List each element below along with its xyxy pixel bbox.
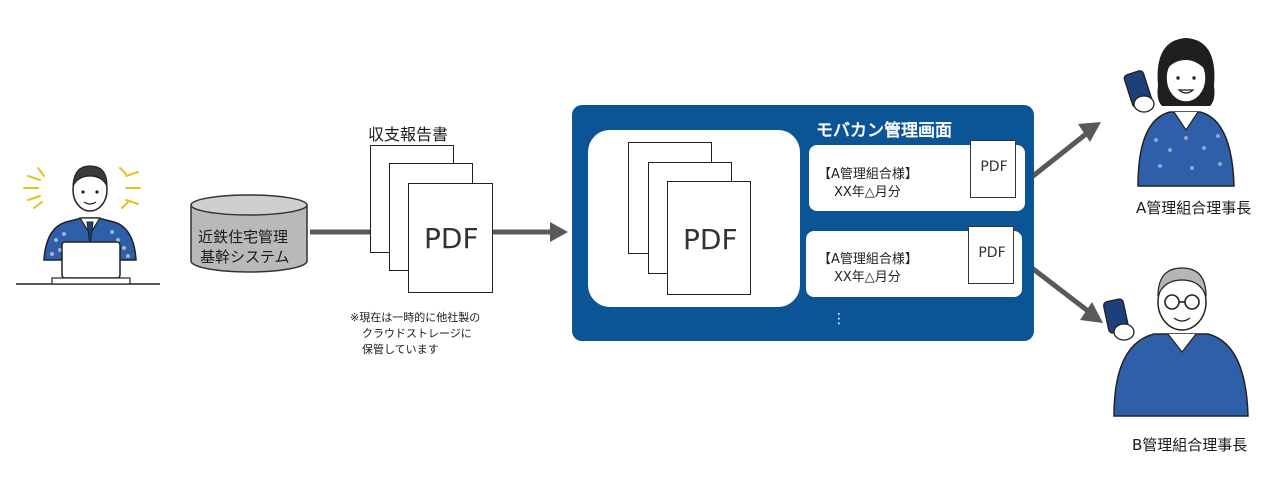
panel-pdf-label: PDF [683, 223, 738, 256]
recipient-a-illustration [1120, 30, 1250, 188]
record-title: 【A管理組合様】 [818, 167, 918, 182]
database-cylinder [188, 193, 310, 275]
report-pdf-label: PDF [424, 222, 479, 255]
storage-note-line1: ※現在は一時的に他社製の [350, 311, 481, 324]
recipient-b-label: B管理組合理事長 [1132, 436, 1248, 454]
report-doc-front [408, 183, 493, 293]
record-pdf-icon: PDF [970, 140, 1016, 198]
mobakan-title: モバカン管理画面 [816, 121, 952, 141]
record-pdf-label: PDF [980, 159, 1008, 175]
storage-note-line3: 保管しています [362, 343, 439, 356]
storage-note-line2: クラウドストレージに [362, 327, 472, 340]
system-label-line1: 近鉄住宅管理 [198, 228, 289, 246]
system-label-line2: 基幹システム [200, 248, 290, 266]
arrow-to-b [1026, 263, 1090, 313]
more-records-indicator: ⋮ [832, 311, 846, 327]
record-pdf-label: PDF [978, 245, 1006, 261]
record-title: 【A管理組合様】 [818, 252, 918, 267]
staff-illustration [14, 150, 164, 290]
recipient-a-label: A管理組合理事長 [1136, 199, 1252, 217]
panel-doc-front [667, 181, 751, 295]
record-pdf-icon: PDF [968, 226, 1014, 284]
record-period: XX年△月分 [834, 270, 901, 285]
arrow-to-a [1026, 132, 1088, 182]
recipient-b-illustration [1102, 260, 1254, 418]
report-title: 収支報告書 [368, 125, 449, 144]
record-period: XX年△月分 [834, 185, 901, 200]
